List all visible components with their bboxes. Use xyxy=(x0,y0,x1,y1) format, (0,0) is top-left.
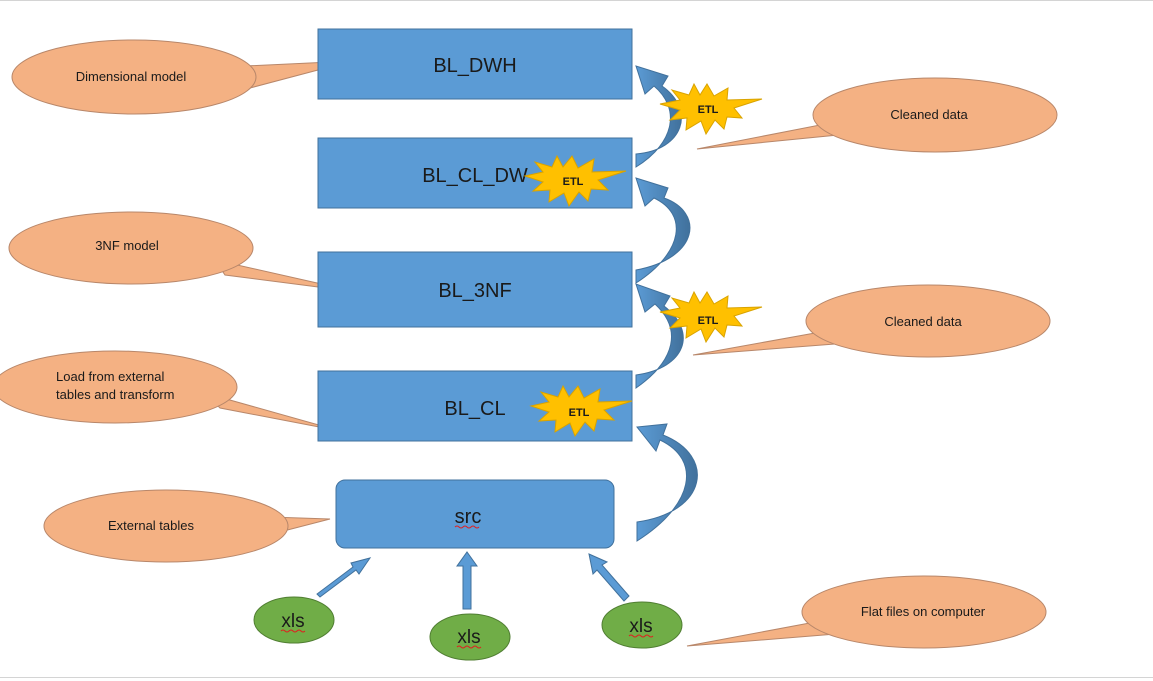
arrow-source-center xyxy=(456,551,478,610)
source-xls-right-label: xls xyxy=(629,616,652,637)
layer-bl-3nf-label: BL_3NF xyxy=(438,280,511,302)
arrow-source-right xyxy=(588,553,630,602)
callout-dimensional-model: Dimensional model xyxy=(11,39,353,115)
callout-cleaned-data-mid: Cleaned data xyxy=(692,284,1051,358)
layer-bl-cl-dw-label: BL_CL_DW xyxy=(422,165,528,187)
bottom-border xyxy=(0,677,1153,678)
callout-external-tables: External tables xyxy=(43,489,331,563)
callout-external-tables-text: External tables xyxy=(108,518,194,533)
layer-src: src xyxy=(335,479,615,549)
callout-load-external-line2: tables and transform xyxy=(56,387,175,402)
callout-3nf-model-text: 3NF model xyxy=(95,238,159,253)
callout-flat-files: Flat files on computer xyxy=(686,575,1047,649)
curved-arrow-bl-3nf-to-bl-cl-dw xyxy=(635,177,691,284)
etl-burst-top: ETL xyxy=(659,82,763,136)
callout-cleaned-data-mid-text: Cleaned data xyxy=(884,314,962,329)
layer-bl-dwh: BL_DWH xyxy=(317,28,633,100)
curved-arrow-bl-cl-to-bl-3nf xyxy=(635,283,684,389)
source-xls-left: xls xyxy=(253,596,335,644)
source-xls-left-label: xls xyxy=(281,611,304,632)
layer-bl-3nf: BL_3NF xyxy=(317,251,633,328)
top-border xyxy=(0,0,1153,1)
layer-bl-cl-label: BL_CL xyxy=(444,398,505,420)
source-xls-center: xls xyxy=(429,613,511,661)
arrow-source-left xyxy=(316,557,372,598)
callout-load-external-line1: Load from external xyxy=(56,369,165,384)
source-xls-center-label: xls xyxy=(457,627,480,648)
etl-burst-bl-cl: ETL xyxy=(529,384,633,438)
layer-bl-dwh-label: BL_DWH xyxy=(433,55,516,77)
callout-flat-files-text: Flat files on computer xyxy=(861,604,986,619)
callout-cleaned-data-top-text: Cleaned data xyxy=(890,107,968,122)
etl-label-mid: ETL xyxy=(698,315,719,327)
curved-arrow-src-to-bl-cl xyxy=(636,423,698,542)
etl-label-bl-cl-dw: ETL xyxy=(563,176,584,188)
etl-burst-bl-cl-dw: ETL xyxy=(523,154,627,208)
source-xls-right: xls xyxy=(601,601,683,649)
callout-dimensional-model-text: Dimensional model xyxy=(76,69,187,84)
layer-src-label: src xyxy=(455,506,482,528)
callout-cleaned-data-top: Cleaned data xyxy=(696,77,1058,153)
callout-load-external: Load from external tables and transform xyxy=(0,350,341,432)
etl-label-bl-cl: ETL xyxy=(569,407,590,419)
etl-label-top: ETL xyxy=(698,104,719,116)
callout-3nf-model: 3NF model xyxy=(8,211,358,293)
spellcheck-underline xyxy=(454,525,480,529)
etl-burst-mid: ETL xyxy=(659,290,763,344)
curved-arrow-bl-cl-dw-to-bl-dwh xyxy=(635,65,682,168)
